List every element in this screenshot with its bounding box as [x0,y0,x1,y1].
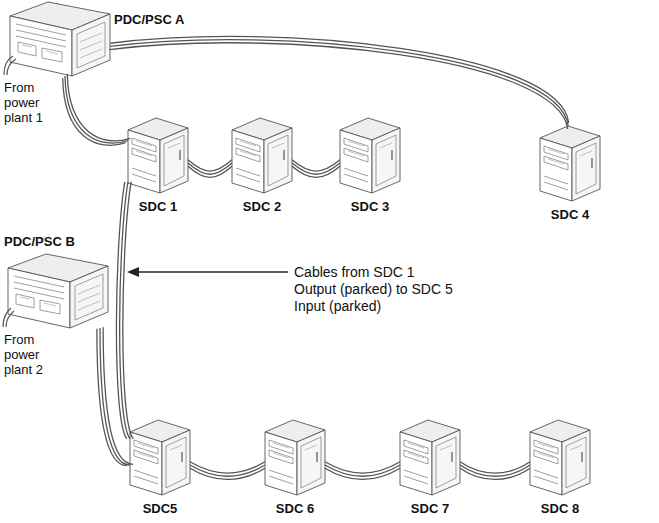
unit-name: SDC5 [143,501,178,516]
unit-name: PDC/PSC A [114,12,184,27]
power-source-note: From power plant 1 [4,80,64,125]
callout-text: Cables from SDC 1 Output (parked) to SDC… [294,264,454,315]
unit-name: SDC 8 [541,501,579,516]
unit-name: SDC 6 [276,501,314,516]
cable-bundle [63,74,131,146]
sdc-unit: SDC 4 [540,126,600,201]
cable-strand [292,163,340,174]
sdc-unit: SDC 1 [128,118,188,193]
cable-strand [292,160,340,171]
cable-strand [123,182,133,439]
cable-strand [460,468,530,479]
cable-strand [67,74,130,141]
unit-label: PDC/PSC A [114,10,184,28]
cable-strand [120,182,130,439]
unit-name: SDC 4 [551,207,589,222]
cable-strand [97,329,127,466]
unit-label: SDC 3 [351,197,389,215]
unit-name: SDC 2 [243,199,281,214]
sdc-unit: SDC 3 [340,118,400,193]
cable-strand [110,40,568,126]
sdc-unit: SDC5 [130,420,190,495]
cable-strand [325,468,400,479]
cable-strand [190,468,265,479]
cable-bundle [460,462,530,480]
callout-text: Cables from SDC 1 Output (parked) to SDC… [294,264,454,315]
cable-strand [116,182,126,439]
sdc-unit: SDC 2 [232,118,292,193]
cable-bundle [292,160,340,178]
unit-name: PDC/PSC B [4,234,75,249]
unit-label: SDC 6 [276,499,314,517]
sdc-unit: SDC 7 [400,420,460,495]
power-source-note: From power plant 1 [4,80,64,125]
cable-bundle [97,327,133,465]
unit-label: SDC 4 [551,205,589,223]
unit-label: PDC/PSC B [4,232,75,250]
cable-strand [188,160,232,171]
unit-label: SDC 7 [411,499,449,517]
unit-name: SDC 3 [351,199,389,214]
power-source-note: From power plant 2 [4,332,64,377]
cable-strand [188,163,232,174]
sdc-unit: SDC 8 [530,420,590,495]
leader-arrow [127,267,288,277]
sdc-unit: SDC 6 [265,420,325,495]
cable-bundle [109,36,568,129]
cable-strand [65,76,128,143]
unit-name: SDC 7 [411,501,449,516]
cable-bundle [190,462,265,480]
unit-label: SDC 8 [541,499,579,517]
distribution-unit: PDC/PSC B [8,254,108,328]
distribution-unit: PDC/PSC A [10,2,110,76]
power-source-note: From power plant 2 [4,332,64,377]
unit-label: SDC 1 [139,197,177,215]
unit-name: SDC 1 [139,199,177,214]
cable-bundle [116,182,133,439]
cable-strand [63,78,126,145]
cable-strand [109,43,567,129]
cable-bundle [188,160,232,178]
cable-strand [100,328,130,465]
unit-label: SDC5 [143,499,178,517]
unit-label: SDC 2 [243,197,281,215]
cable-bundle [325,462,400,480]
cable-strand [188,166,232,177]
cable-strand [111,36,569,122]
cable-strand [292,166,340,177]
